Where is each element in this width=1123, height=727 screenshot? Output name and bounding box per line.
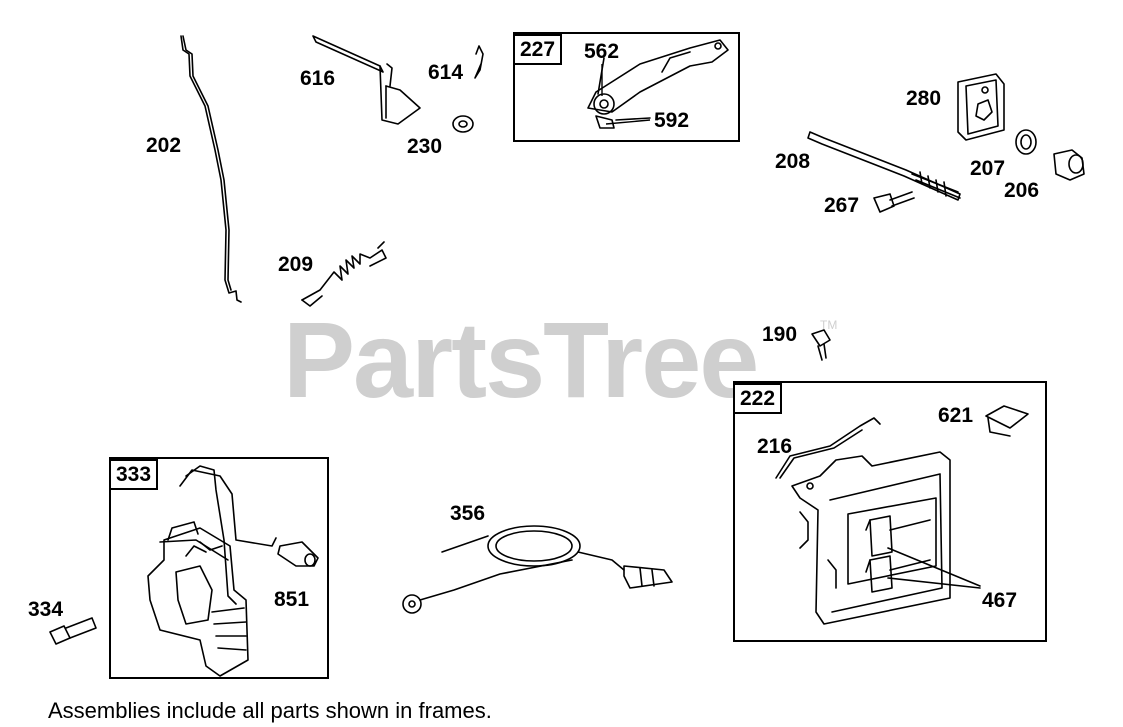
spring-washer — [1015, 129, 1037, 155]
label-190: 190 — [762, 323, 798, 346]
ground-clip — [985, 405, 1029, 437]
frame-333 — [109, 457, 329, 679]
label-621: 621 — [938, 404, 974, 427]
label-592: 592 — [654, 109, 690, 132]
label-216: 216 — [757, 435, 793, 458]
governor-spring — [301, 241, 387, 307]
label-206: 206 — [1004, 179, 1040, 202]
label-356: 356 — [450, 502, 486, 525]
hair-pin — [474, 45, 484, 79]
label-208: 208 — [775, 150, 811, 173]
label-280: 280 — [906, 87, 942, 110]
ignition-armature — [147, 465, 277, 677]
screw-190 — [811, 329, 831, 361]
label-222: 222 — [733, 383, 783, 414]
label-267: 267 — [824, 194, 860, 217]
stop-switch-wire — [775, 417, 881, 479]
label-851: 851 — [274, 588, 310, 611]
assemblies-note: Assemblies include all parts shown in fr… — [48, 698, 492, 723]
washer — [452, 115, 474, 133]
control-bracket — [587, 39, 729, 129]
screw-267 — [873, 191, 915, 213]
watermark-trademark: TM — [820, 318, 838, 332]
label-333: 333 — [109, 459, 159, 490]
label-209: 209 — [278, 253, 314, 276]
label-207: 207 — [970, 157, 1006, 180]
stop-nut — [1053, 149, 1085, 181]
label-614: 614 — [428, 61, 464, 84]
ground-wire — [402, 525, 673, 614]
spark-plug-cap — [277, 541, 319, 567]
watermark-text: PartsTree — [283, 299, 759, 420]
label-334: 334 — [28, 598, 64, 621]
label-562: 562 — [584, 40, 620, 63]
label-467: 467 — [982, 589, 1018, 612]
label-202: 202 — [146, 134, 182, 157]
frame-227 — [513, 32, 740, 142]
screw-334 — [49, 617, 97, 645]
choke-plate — [957, 73, 1005, 141]
governor-lever — [312, 35, 421, 125]
label-227: 227 — [513, 34, 563, 65]
label-230: 230 — [407, 135, 443, 158]
governor-link-rod — [180, 35, 242, 303]
frame-222 — [733, 381, 1047, 642]
choke-link — [807, 131, 961, 201]
label-616: 616 — [300, 67, 336, 90]
control-plate — [791, 451, 981, 625]
